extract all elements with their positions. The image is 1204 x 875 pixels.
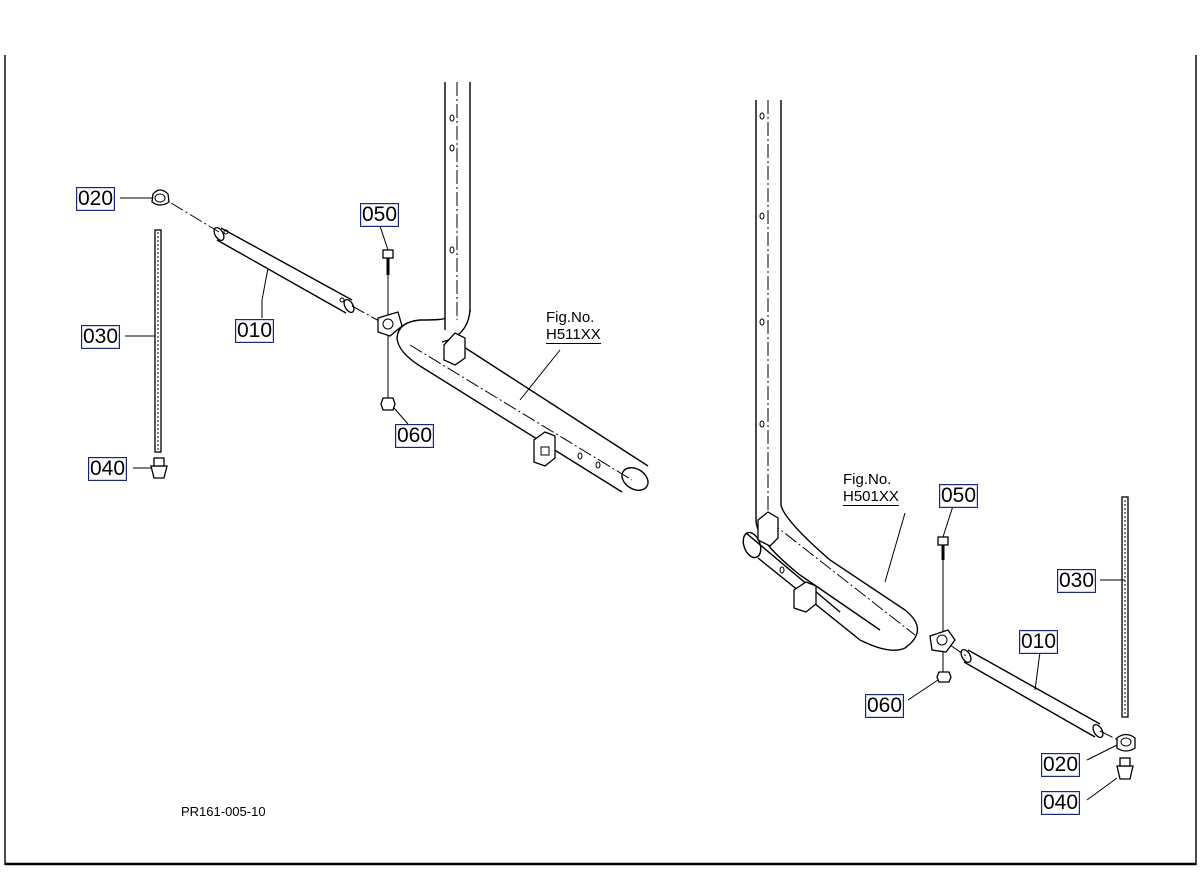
left-nut-060 [380,397,396,411]
left-joint-020 [151,189,170,206]
fig-ref-left-label: Fig.No. [546,309,595,326]
left-tie-rod-pipe [170,202,382,323]
callout-050-left: 050 [360,203,400,227]
right-bracket-clamp [929,629,956,653]
right-bolt-050 [937,536,949,672]
drawing-id: PR161-005-10 [181,804,266,819]
callout-020-right: 020 [1041,753,1081,777]
left-cap-040 [150,457,168,479]
right-nut-060 [936,671,952,683]
right-rod [1121,496,1129,718]
callout-040-left: 040 [88,457,128,481]
callout-020-left: 020 [76,187,116,211]
right-cap-040 [1116,757,1134,780]
right-frame-tube [742,100,919,651]
right-tie-rod-pipe [949,644,1123,743]
callout-030-left: 030 [81,325,121,349]
left-frame-tube [396,82,649,493]
left-bracket-clamp [377,311,403,337]
callout-060-right: 060 [865,694,905,718]
callout-060-left: 060 [395,424,435,448]
fig-ref-left-code: H511XX [546,326,601,344]
fig-ref-right-code: H501XX [843,488,899,506]
callout-030-right: 030 [1057,569,1097,593]
right-joint-020 [1116,733,1136,752]
left-rod [154,229,162,453]
fig-ref-right: Fig.No. H501XX [843,471,899,506]
callout-040-right: 040 [1041,791,1081,815]
callout-010-left: 010 [235,319,275,343]
fig-ref-right-label: Fig.No. [843,471,892,488]
callout-010-right: 010 [1019,630,1059,654]
callout-050-right: 050 [939,484,979,508]
fig-ref-left: Fig.No. H511XX [546,309,601,344]
